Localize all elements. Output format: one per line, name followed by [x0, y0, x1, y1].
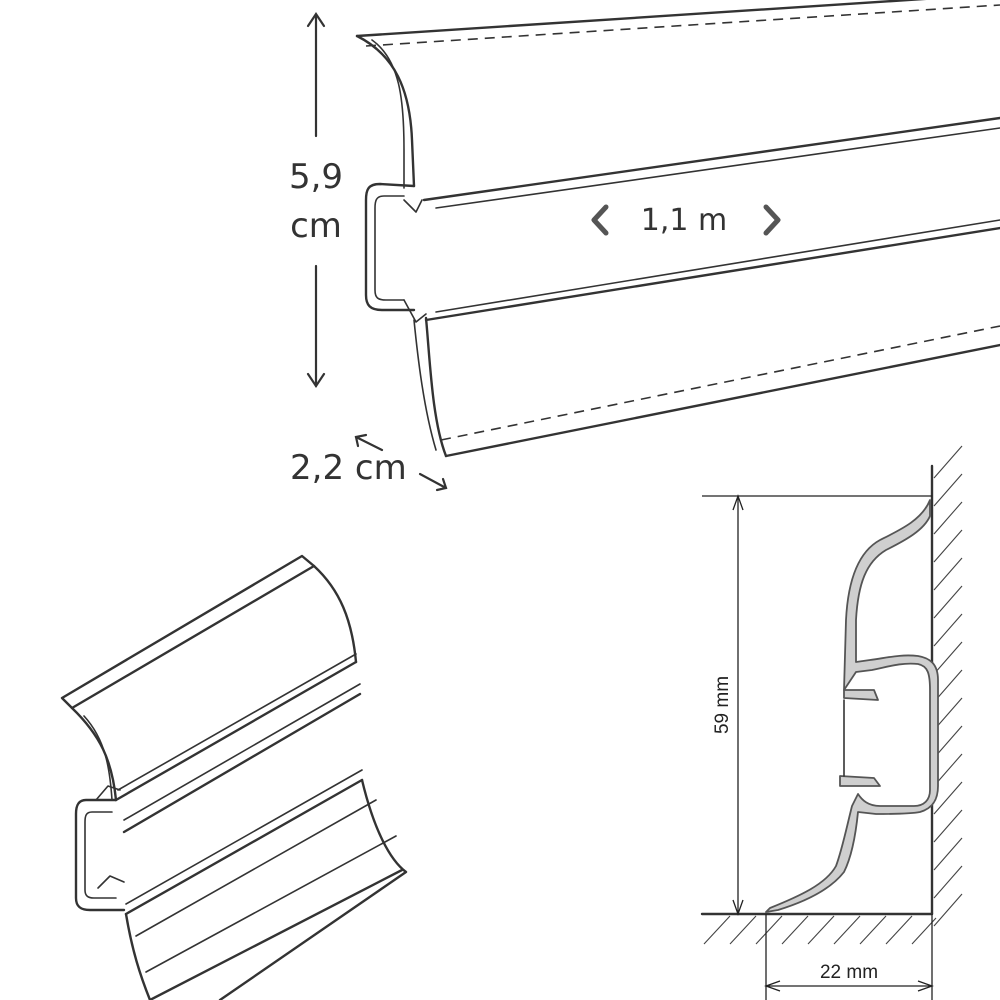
- profile-rib-top: [843, 689, 879, 701]
- piece-groove-2b: [123, 683, 361, 821]
- piece-groove-3: [124, 778, 364, 916]
- channel-clip-top: [403, 199, 423, 213]
- depth-arrow-left-icon: [354, 433, 368, 448]
- front-curve-bottom: [424, 316, 448, 458]
- channel-inner: [374, 195, 405, 301]
- depth-arrow-left-line: [354, 435, 384, 452]
- piece-lower-line-2: [145, 835, 397, 973]
- front-curve-top: [355, 34, 416, 188]
- profile-rib-bottom: [839, 775, 881, 787]
- depth-arrow-right-icon: [435, 477, 448, 492]
- bottom-edge-line: [444, 343, 1000, 458]
- depth-arrow-right-line: [418, 472, 448, 490]
- groove-lower-line: [424, 226, 1000, 322]
- depth-dimension: 2,2 cm: [290, 433, 448, 492]
- piece-groove-1b: [117, 653, 357, 791]
- groove-upper-inner: [435, 127, 1000, 209]
- channel-outer: [364, 182, 416, 312]
- chevron-left-icon: [591, 204, 609, 236]
- height-dimension: 5,9 cm: [289, 12, 343, 388]
- front-curve-inner: [371, 39, 405, 189]
- piece-front-curve-bottom: [124, 912, 152, 1000]
- chevron-right-icon: [763, 204, 781, 236]
- piece-channel-inner: [84, 811, 117, 899]
- section-depth-arrow-right-icon: [917, 980, 934, 992]
- section-height-arrow-down-icon: [732, 899, 744, 916]
- floor-hatching: [703, 915, 937, 945]
- profile-section-shape: [765, 499, 939, 913]
- length-dimension: 1,1 m: [591, 203, 781, 238]
- piece-top-edge: [60, 554, 316, 710]
- perspective-profile-top: [355, 0, 1000, 458]
- top-dashed-line: [365, 4, 1000, 47]
- section-depth-arrow-left-icon: [764, 980, 781, 992]
- piece-groove-3b: [125, 769, 363, 905]
- groove-upper-line: [422, 116, 1000, 202]
- height-arrow-down-icon: [306, 372, 326, 388]
- section-height-label: 59 mm: [712, 676, 733, 734]
- channel-clip-bottom: [403, 299, 427, 323]
- piece-back-curve-bottom: [218, 778, 408, 1000]
- piece-groove-2: [122, 692, 362, 834]
- front-curve-bottom-inner: [413, 319, 437, 451]
- piece-groove-1: [114, 660, 358, 802]
- piece-front-curve-inner: [83, 715, 113, 801]
- bottom-dashed-line: [440, 325, 1000, 441]
- height-arrow-up-icon: [306, 12, 326, 28]
- piece-channel-clip-top: [95, 785, 121, 801]
- piece-channel-clip-mid: [97, 875, 125, 889]
- length-label: 1,1 m: [641, 203, 727, 238]
- perspective-profile-bottom: [60, 554, 408, 1000]
- groove-lower-inner: [435, 219, 1000, 313]
- top-edge-line: [355, 0, 927, 38]
- height-value-label: 5,9: [289, 157, 343, 197]
- piece-bottom-edge: [148, 868, 404, 1000]
- section-depth-label: 22 mm: [820, 962, 878, 983]
- section-height-arrow-up-icon: [732, 494, 744, 511]
- piece-channel-outer: [74, 798, 126, 912]
- piece-back-curve-top: [312, 564, 358, 664]
- piece-lower-line-1: [135, 799, 377, 937]
- cross-section: 59 mm 22 mm: [700, 445, 963, 1000]
- height-unit-label: cm: [290, 206, 342, 246]
- depth-label: 2,2 cm: [290, 448, 407, 488]
